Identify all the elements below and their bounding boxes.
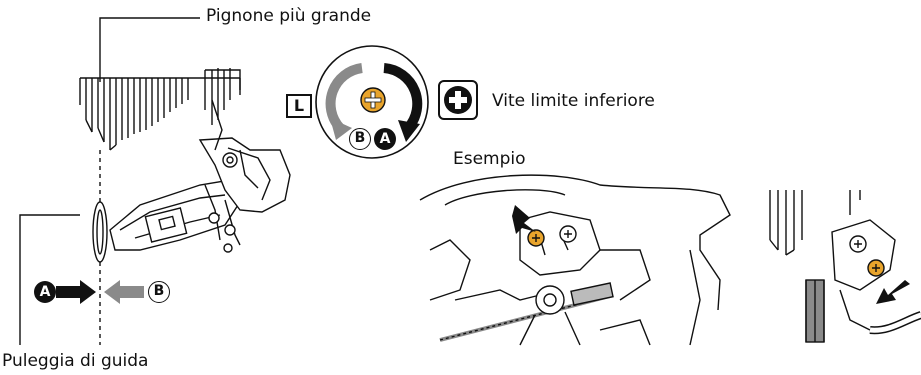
left-illustration [19,17,291,345]
rotation-diagram [315,45,429,159]
guide-pulley [92,201,108,263]
marker-A-left: A [34,281,56,303]
cassette [79,68,241,151]
pointer-arrow-2 [876,280,910,304]
arrow-A-black [56,280,96,304]
clockwise-arrow-icon [383,63,423,132]
L-box-label: L [286,94,312,118]
largest-sprocket-label: Pignone più grande [206,6,372,26]
marker-B-dial: B [349,128,371,150]
low-limit-screw-label: Vite limite inferiore [492,91,655,111]
example-label: Esempio [453,149,526,169]
plus-icon-frame [438,80,478,120]
arrow-B-gray [104,280,144,304]
plus-icon [444,86,472,114]
example-illustration-1 [419,174,731,346]
leader-line-top [99,17,200,82]
direction-arrows [56,280,144,304]
example-illustration-2 [769,190,921,343]
derailleur-body [109,99,291,253]
pointer-arrow-1 [512,205,536,234]
marker-B-left: B [148,281,170,303]
leader-line-bottom [19,214,80,345]
guide-pulley-label: Puleggia di guida [2,351,149,371]
counterclockwise-arrow-icon [325,63,363,132]
screw-icon [360,87,386,113]
marker-A-dial: A [374,128,396,150]
